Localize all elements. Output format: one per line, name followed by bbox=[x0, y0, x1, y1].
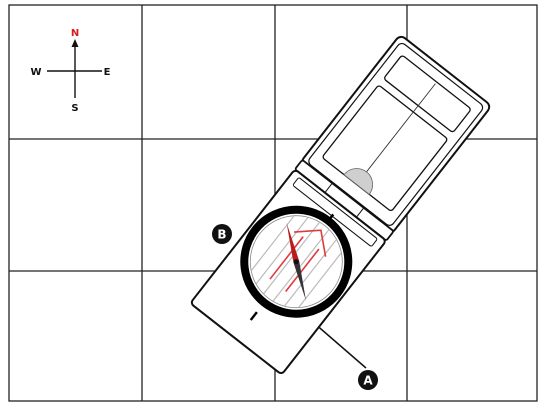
sight-notch bbox=[343, 168, 373, 195]
index-mark bbox=[327, 213, 335, 222]
east-label: E bbox=[104, 67, 111, 78]
point-marker-b: B bbox=[212, 224, 232, 244]
west-label: W bbox=[30, 67, 41, 78]
compass-rose-icon: N S W E bbox=[30, 28, 110, 114]
grid-border bbox=[8, 4, 538, 402]
north-label: N bbox=[71, 28, 79, 39]
marker-b-label: B bbox=[217, 228, 226, 242]
orienting-arrow bbox=[269, 229, 327, 292]
sight-line bbox=[359, 83, 436, 181]
meridian-lines bbox=[251, 216, 342, 308]
compass-needle bbox=[286, 222, 306, 301]
south-label: S bbox=[71, 103, 78, 114]
baseplate-compass-icon bbox=[190, 35, 491, 375]
compass-dial bbox=[240, 205, 353, 318]
south-index-mark bbox=[249, 311, 258, 321]
mirror-lid bbox=[301, 35, 491, 233]
point-marker-a: A bbox=[358, 370, 378, 390]
marker-a-label: A bbox=[363, 374, 373, 388]
